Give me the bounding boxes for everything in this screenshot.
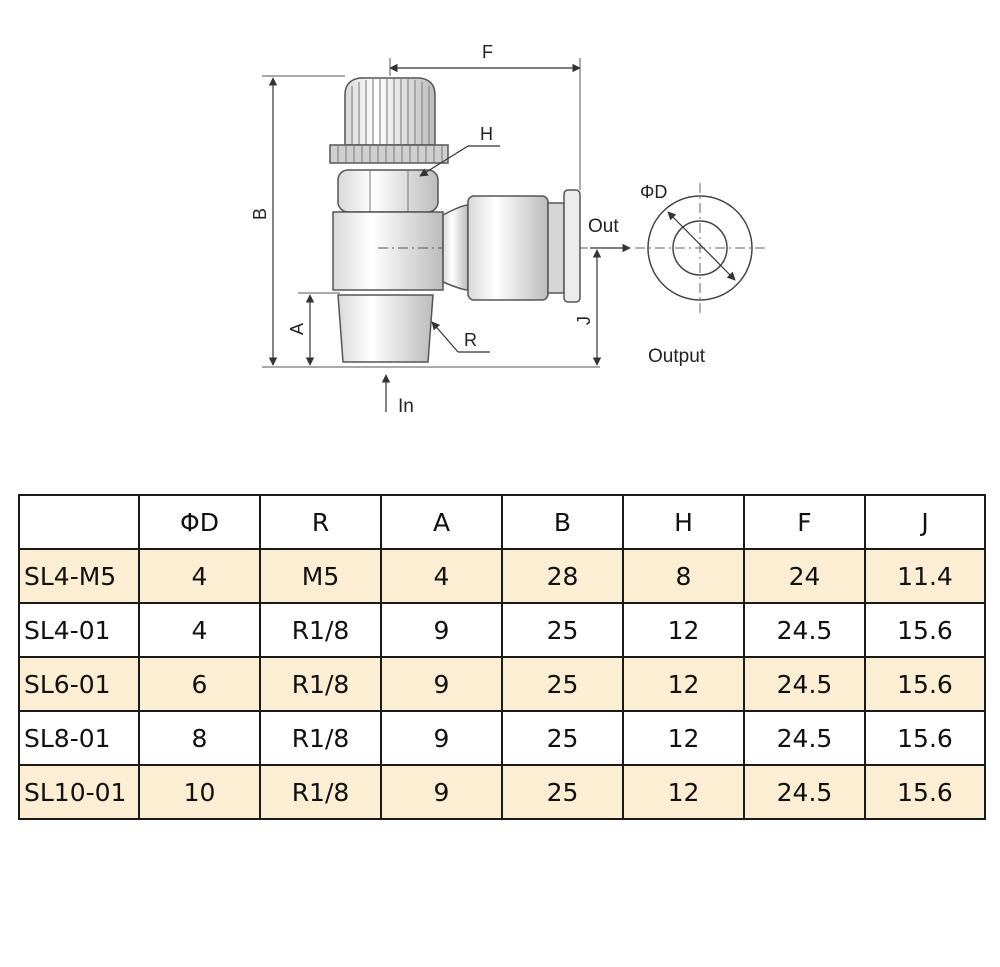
cell-a: 9 <box>380 656 503 712</box>
cell-f: 24.5 <box>743 764 866 820</box>
cell-j: 11.4 <box>864 548 986 604</box>
cell-a: 9 <box>380 710 503 766</box>
output-label: Output <box>648 346 706 367</box>
table-row: SL4-M5 4 M5 4 28 8 24 11.4 <box>18 548 986 604</box>
cell-r: R1/8 <box>259 602 382 658</box>
cell-d: 4 <box>138 548 261 604</box>
cell-j: 15.6 <box>864 602 986 658</box>
cell-model: SL6-01 <box>18 656 140 712</box>
header-a: A <box>380 494 503 550</box>
cell-d: 10 <box>138 764 261 820</box>
dim-label-f: F <box>482 42 493 62</box>
header-h: H <box>622 494 745 550</box>
cell-model: SL8-01 <box>18 710 140 766</box>
cell-d: 8 <box>138 710 261 766</box>
cell-h: 8 <box>622 548 745 604</box>
header-j: J <box>864 494 986 550</box>
cell-model: SL4-01 <box>18 602 140 658</box>
threaded-stem <box>337 294 434 363</box>
table-row: SL6-01 6 R1/8 9 25 12 24.5 15.6 <box>18 656 986 712</box>
cell-r: M5 <box>259 548 382 604</box>
cell-f: 24.5 <box>743 656 866 712</box>
cell-h: 12 <box>622 602 745 658</box>
cell-h: 12 <box>622 764 745 820</box>
output-end-view <box>635 183 765 313</box>
cell-b: 25 <box>501 710 624 766</box>
cell-b: 25 <box>501 602 624 658</box>
cell-f: 24.5 <box>743 602 866 658</box>
dim-label-r: R <box>464 330 477 350</box>
adjustment-knob <box>344 77 436 146</box>
cell-r: R1/8 <box>259 656 382 712</box>
cell-a: 9 <box>380 602 503 658</box>
header-f: F <box>743 494 866 550</box>
cell-model: SL10-01 <box>18 764 140 820</box>
cell-b: 25 <box>501 764 624 820</box>
cell-h: 12 <box>622 710 745 766</box>
cell-b: 25 <box>501 656 624 712</box>
cell-a: 4 <box>380 548 503 604</box>
table-header-row: ΦD R A B H F J <box>18 494 986 550</box>
cell-j: 15.6 <box>864 710 986 766</box>
fitting-technical-drawing: F B A H R J Out In ΦD Output <box>250 42 765 417</box>
cell-d: 6 <box>138 656 261 712</box>
cell-b: 28 <box>501 548 624 604</box>
header-b: B <box>501 494 624 550</box>
cell-d: 4 <box>138 602 261 658</box>
header-r: R <box>259 494 382 550</box>
hex-nut <box>337 169 439 213</box>
cell-f: 24 <box>743 548 866 604</box>
cell-f: 24.5 <box>743 710 866 766</box>
lock-ring <box>329 144 449 164</box>
cell-j: 15.6 <box>864 656 986 712</box>
dim-label-j: J <box>574 316 594 325</box>
in-label: In <box>398 396 414 417</box>
out-label: Out <box>588 216 619 237</box>
phi-d-label: ΦD <box>640 182 667 202</box>
header-phi-d: ΦD <box>138 494 261 550</box>
cell-r: R1/8 <box>259 764 382 820</box>
cell-h: 12 <box>622 656 745 712</box>
cell-model: SL4-M5 <box>18 548 140 604</box>
header-model <box>18 494 140 550</box>
dim-label-b: B <box>250 208 270 220</box>
dimension-table: ΦD R A B H F J SL4-M5 4 M5 4 28 8 24 11.… <box>18 494 986 820</box>
dim-label-a: A <box>287 323 307 335</box>
dim-label-h: H <box>480 124 493 144</box>
cell-j: 15.6 <box>864 764 986 820</box>
table-row: SL8-01 8 R1/8 9 25 12 24.5 15.6 <box>18 710 986 766</box>
cell-a: 9 <box>380 764 503 820</box>
output-connector <box>442 189 581 303</box>
table-row: SL10-01 10 R1/8 9 25 12 24.5 15.6 <box>18 764 986 820</box>
table-row: SL4-01 4 R1/8 9 25 12 24.5 15.6 <box>18 602 986 658</box>
fitting-body <box>332 211 444 291</box>
cell-r: R1/8 <box>259 710 382 766</box>
